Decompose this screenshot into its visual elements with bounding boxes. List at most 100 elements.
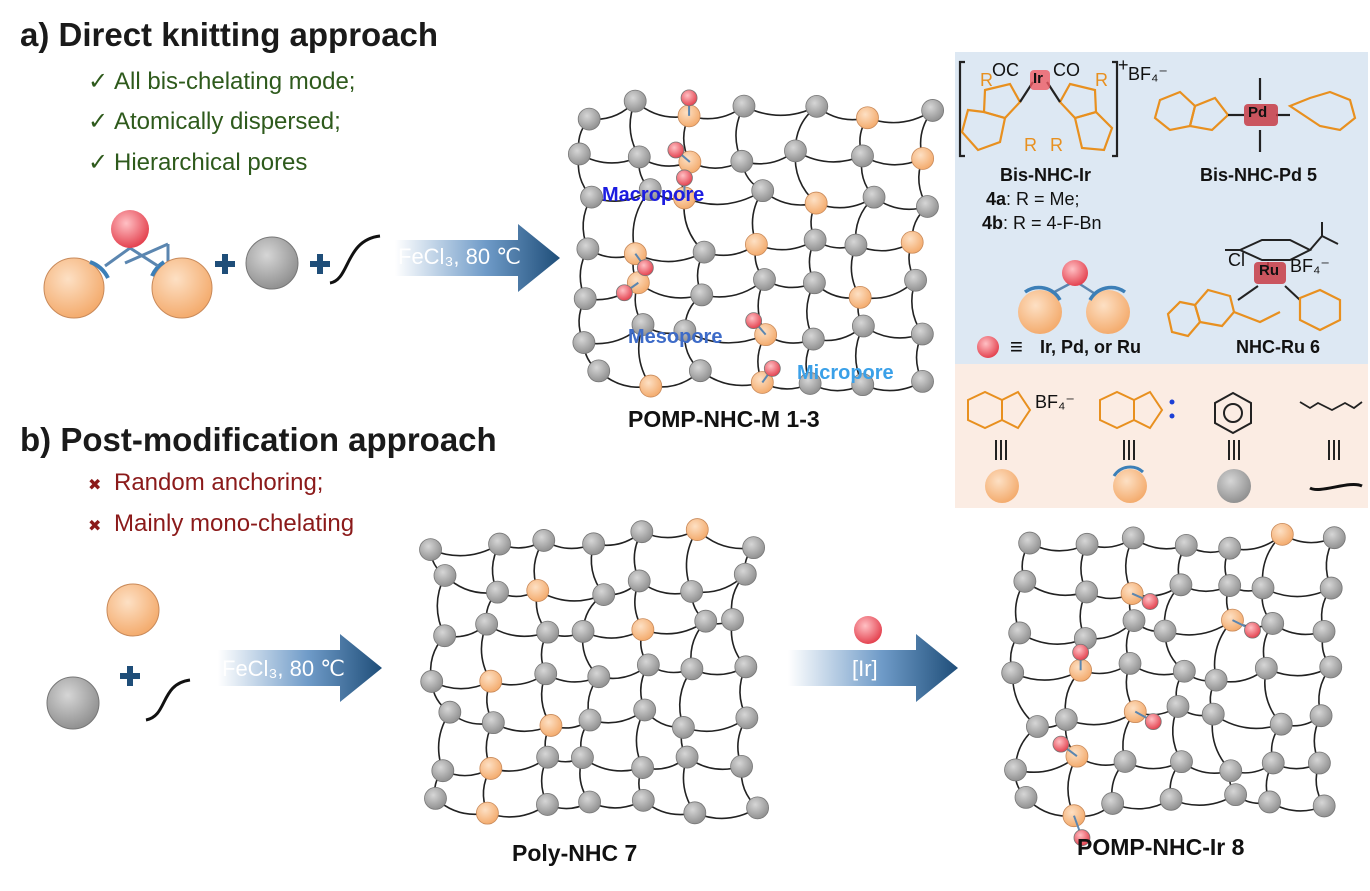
benzene-node [851,373,875,397]
crosslinker-monomer-b [145,678,191,722]
benzene-node [803,271,826,295]
ir-complex-structure [958,60,1119,158]
benzene-node [627,145,651,169]
benzene-node [587,359,611,383]
benzene-node [578,708,602,732]
cross-icon: ✖ [88,518,102,535]
benzene-node [1322,526,1346,550]
plus-sign-b [120,666,140,686]
benzene-node [631,756,655,779]
benzene-node [1172,659,1196,683]
benzene-node [1201,702,1225,726]
benzene-node [424,786,447,810]
legend-metal-sphere [977,336,999,358]
benzene-node [694,609,718,633]
benzene-node [721,608,744,631]
metal-node [636,259,654,277]
benzene-node [433,624,457,648]
benzene-node [1101,792,1125,815]
benzene-node [631,313,655,336]
benzene-node [1008,621,1032,645]
pd-complex-structure [1153,78,1357,152]
benzene-node [734,655,758,679]
co-ligand: CO [1053,60,1080,80]
ir-4a-line: 4a: R = Me; [986,189,1080,209]
reaction-arrow-a [395,224,560,292]
benzene-node [675,745,699,769]
r-group-label: R [980,70,993,90]
ir-complex-name: Bis-NHC-Ir [1000,165,1092,185]
ru-atom-highlight [1254,262,1286,284]
equiv-symbol: ≡ [1010,334,1023,359]
metal-node [615,284,633,302]
reaction-condition-a: FeCl₃, 80 ℃ [398,244,521,269]
benzene-node [1004,758,1027,782]
benzene-node [911,369,934,393]
benzene-node [630,520,654,544]
benzene-node [673,319,697,343]
ir-atom-label: Ir [1033,70,1044,87]
benzene-node [576,237,600,261]
pomp-ir-caption: POMP-NHC-Ir 8 [1077,834,1245,860]
metal-node [745,312,763,330]
micropore-label: Micropore [797,362,894,384]
metal-node [680,89,698,107]
benzene-node [534,662,558,686]
benzene-node [481,711,505,735]
cross-icon: ✖ [88,477,102,494]
nhc-node [848,285,872,309]
benzene-node [1254,656,1278,680]
benzene-node [733,562,757,586]
metal-node [763,360,781,377]
benzene-node [851,314,875,338]
macropore-label: Macropore [602,184,705,206]
pd-complex-name: Bis-NHC-Pd 5 [1200,165,1318,185]
nhc-node [539,714,563,737]
benzene-node [1113,750,1137,773]
nhc-node [900,230,924,254]
benzene-node [851,144,874,168]
ru-counterion: BF₄⁻ [1290,256,1330,276]
benzene-node [1121,526,1145,550]
legend-linker-curve [1309,483,1363,491]
metal-node [1144,713,1162,731]
ru-complex-name: NHC-Ru 6 [1236,337,1320,357]
r-group-label: R [1095,70,1108,90]
benzene-node [1319,655,1343,679]
benzene-node [1312,794,1336,818]
benzene-node [680,657,704,681]
legend-carbene-structure [1099,390,1164,430]
benzene-node [532,529,556,552]
metal-reagent-label: [Ir] [852,656,878,681]
check-icon: ✓ [88,108,109,135]
benzene-node [1218,574,1242,597]
nhc-node [479,757,503,780]
benzene-node [1014,786,1038,809]
legend-bis-nhc-metal-symbol [1018,260,1130,334]
benzene-node [844,233,868,257]
benzene-node [578,790,601,814]
nhc-node [639,374,663,398]
pd-atom-label: Pd [1248,104,1268,121]
ir-4b-line: 4b: R = 4-F-Bn [982,213,1102,233]
legend-bf4: BF₄⁻ [1035,392,1075,412]
section-b-title: b) Post-modification approach [20,421,497,458]
benzene-node [1026,715,1049,738]
feature-a-3: ✓Hierarchical pores [88,149,308,176]
benzene-node [580,185,603,209]
benzene-monomer [245,236,299,290]
ir-counterion: BF₄⁻ [1128,64,1168,84]
benzene-node [571,746,594,770]
metal-node [1141,593,1159,610]
benzene-node [801,327,825,351]
benzene-node [680,580,704,603]
legend-carbene-sphere [1113,469,1147,503]
mesopore-label: Mesopore [628,326,723,348]
benzene-monomer-b [46,676,100,730]
benzene-node [742,536,766,560]
metal-node [676,169,693,187]
ir-complex-charge: + [1118,55,1129,75]
nhc-node [685,518,709,541]
nhc-node [1270,522,1294,546]
